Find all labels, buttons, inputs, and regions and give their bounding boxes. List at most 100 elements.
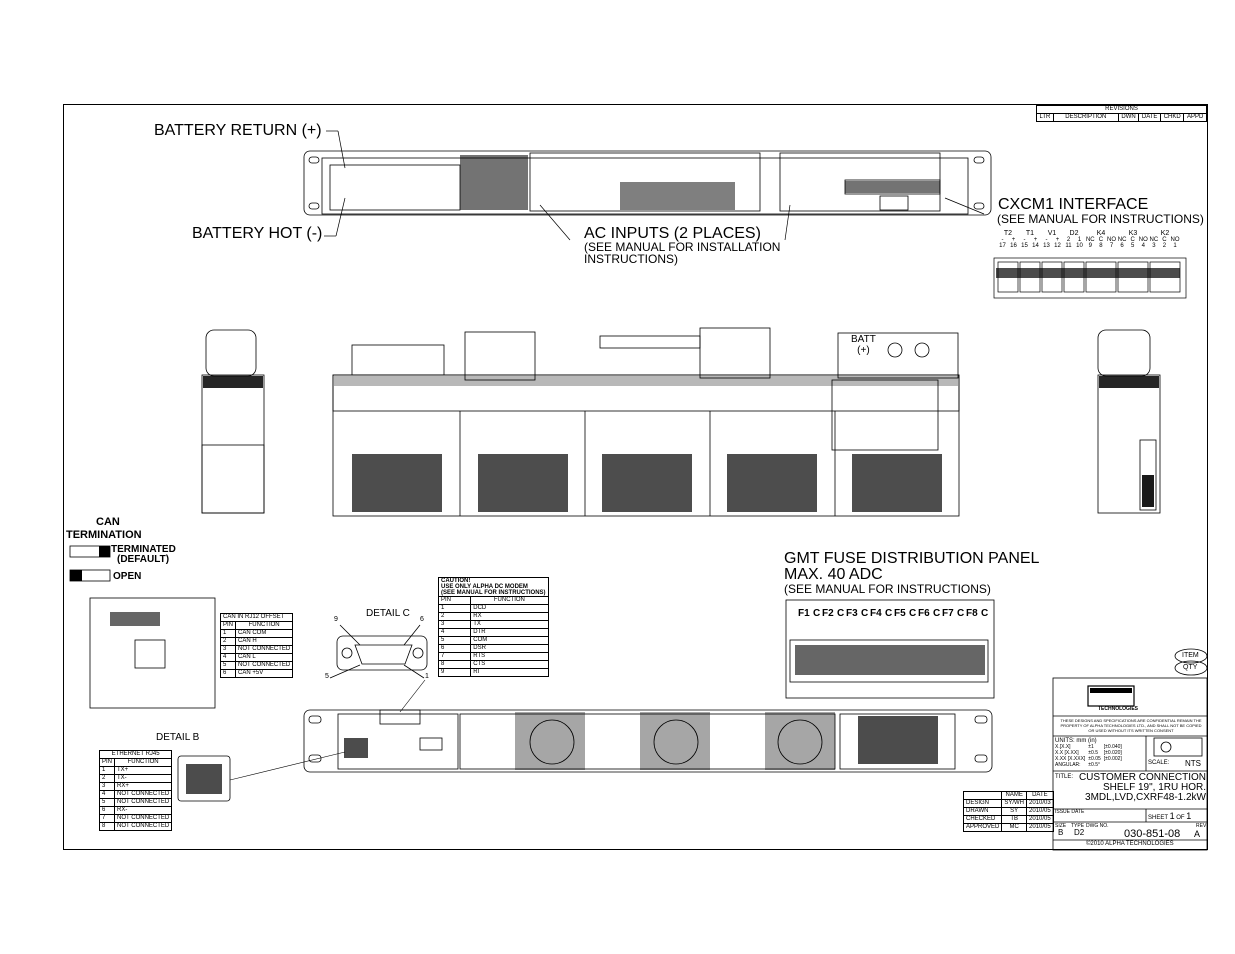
table-header: PIN bbox=[98, 758, 116, 767]
size-value: B bbox=[1058, 828, 1064, 837]
table-cell: 7 bbox=[98, 814, 116, 823]
terminal-pin: 6 bbox=[1120, 243, 1124, 249]
tolerance-row: ANGULAR:±0.5° bbox=[1055, 762, 1125, 768]
terminated-text: TERMINATED bbox=[111, 544, 176, 555]
can-termination-title: CAN TERMINATION bbox=[66, 516, 142, 542]
table-cell: 8 bbox=[98, 822, 116, 831]
table-cell: CAN H bbox=[235, 637, 294, 646]
of-text: OF bbox=[1176, 815, 1185, 821]
table-header: FUNCTION bbox=[470, 596, 549, 605]
terminal-pin: 9 bbox=[1088, 243, 1092, 249]
can-table-title: CAN IN RJ12 OFFSET bbox=[219, 613, 294, 622]
table-cell: 2010/03 bbox=[1026, 799, 1054, 808]
approvals-header: DATE bbox=[1026, 791, 1054, 800]
approvals-header bbox=[962, 791, 1003, 800]
sheet-number: 1 bbox=[1169, 811, 1175, 821]
table-cell: 5 bbox=[98, 798, 116, 807]
tolerance-cell: [±0.040] bbox=[1103, 744, 1122, 750]
table-cell: CHECKED bbox=[962, 815, 1003, 824]
terminal-group: D2 bbox=[1069, 230, 1079, 237]
fuse-label: F5 bbox=[894, 608, 906, 619]
table-cell: TX+ bbox=[114, 766, 173, 775]
title-line: SHELF 19", 1RU HOR. bbox=[1102, 782, 1206, 793]
table-cell: NOT CONNECTED bbox=[114, 790, 173, 799]
modem-table: CAUTION! USE ONLY ALPHA DC MODEM (SEE MA… bbox=[437, 577, 549, 677]
terminal-group: K2 bbox=[1160, 230, 1170, 237]
terminal-pin: 8 bbox=[1099, 243, 1103, 249]
dwg-no-label: DWG NO. bbox=[1086, 823, 1109, 829]
title-line: CUSTOMER CONNECTION bbox=[1078, 772, 1206, 783]
fuse-label: C bbox=[885, 608, 893, 619]
terminal-sign: - bbox=[1001, 237, 1004, 243]
units-label: UNITS: mm (in) bbox=[1055, 738, 1097, 744]
fuse-label: C bbox=[813, 608, 821, 619]
terminal-pin: 16 bbox=[1010, 243, 1017, 249]
table-cell: 2 bbox=[98, 774, 116, 783]
type-value: D2 bbox=[1074, 828, 1085, 837]
rev-col: DWN bbox=[1117, 113, 1140, 122]
fuse-label: C bbox=[837, 608, 845, 619]
ac-inputs-note: (SEE MANUAL FOR INSTALLATION bbox=[584, 240, 781, 254]
fuse-label: F7 bbox=[942, 608, 954, 619]
tolerance-cell: ±0.5 bbox=[1088, 750, 1098, 756]
table-cell: 8 bbox=[437, 660, 472, 669]
battery-return-label: BATTERY RETURN (+) bbox=[154, 122, 322, 139]
fuse-label: F2 bbox=[822, 608, 834, 619]
tolerance-cell: ±0.5° bbox=[1088, 762, 1100, 768]
fuse-label: C bbox=[909, 608, 917, 619]
table-cell: SY bbox=[1001, 807, 1028, 816]
issue-date-label: ISSUE DATE bbox=[1055, 809, 1085, 815]
terminal-pin: 11 bbox=[1065, 243, 1072, 249]
table-cell: 6 bbox=[98, 806, 116, 815]
table-cell: RTS bbox=[470, 652, 549, 661]
table-cell: 5 bbox=[437, 636, 472, 645]
tolerance-row: X.X [X.XX]±0.5[±0.020] bbox=[1055, 750, 1125, 756]
terminal-sign: NO bbox=[1170, 237, 1180, 243]
title-line: 3MDL,LVD,CXRF48-1.2kW bbox=[1085, 792, 1206, 803]
table-cell: 2010/05 bbox=[1026, 807, 1054, 816]
modem-caution: CAUTION! USE ONLY ALPHA DC MODEM (SEE MA… bbox=[438, 577, 549, 597]
terminal-sign: - bbox=[1023, 237, 1026, 243]
batt-plus-label: BATT (+) bbox=[851, 334, 876, 356]
terminal-sign: 1 bbox=[1077, 237, 1082, 243]
terminal-sign: + bbox=[1055, 237, 1060, 243]
table-cell: 1 bbox=[219, 629, 237, 638]
copyright: ©2010 ALPHA TECHNOLOGIES bbox=[1086, 841, 1174, 847]
ac-inputs-label: AC INPUTS (2 PLACES) bbox=[584, 225, 761, 242]
fuse-label: F4 bbox=[870, 608, 882, 619]
detail-c-label: DETAIL C bbox=[366, 608, 410, 619]
company-name: TECHNOLOGIES bbox=[1098, 706, 1139, 712]
table-cell: COM bbox=[470, 636, 549, 645]
fuse-label: C bbox=[957, 608, 965, 619]
terminal-pin: 10 bbox=[1076, 243, 1083, 249]
table-cell: 2010/05 bbox=[1026, 815, 1054, 824]
table-cell: DESIGN bbox=[962, 799, 1003, 808]
db9-pin-label: 1 bbox=[425, 673, 429, 680]
approvals-header: NAME bbox=[1001, 791, 1028, 800]
table-cell: 4 bbox=[98, 790, 116, 799]
qty-label: QTY bbox=[1183, 664, 1198, 671]
table-cell: 6 bbox=[219, 669, 237, 678]
table-cell: 3 bbox=[437, 620, 472, 629]
drawing-frame bbox=[63, 104, 1208, 850]
table-cell: 2 bbox=[219, 637, 237, 646]
table-cell: 4 bbox=[219, 653, 237, 662]
sheet-total: 1 bbox=[1186, 811, 1192, 821]
tolerance-cell: ±0.05 bbox=[1088, 756, 1101, 762]
title-label: TITLE: bbox=[1055, 774, 1074, 780]
can-title: CAN bbox=[96, 516, 120, 528]
